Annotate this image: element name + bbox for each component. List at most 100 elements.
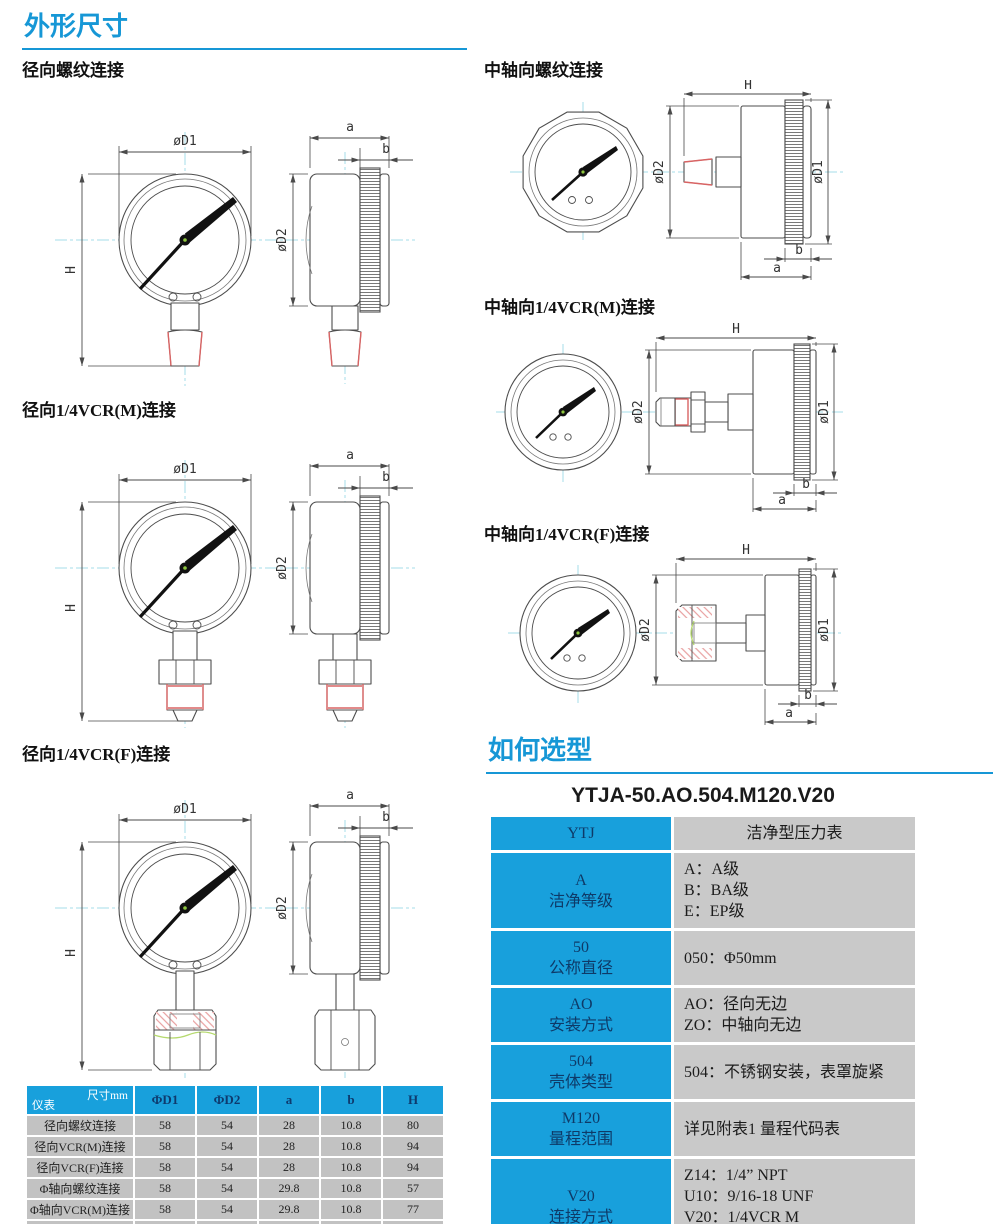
selection-desc: U10：9/16-18 UNF <box>684 1188 814 1205</box>
selection-desc-cell: 050：Φ50mm <box>674 931 915 985</box>
side-view <box>683 99 812 245</box>
dim-label-h: H <box>742 543 750 558</box>
cell: 10.8 <box>321 1179 381 1198</box>
cell: 29.8 <box>259 1179 319 1198</box>
front-view <box>118 173 252 367</box>
cell: 28 <box>259 1158 319 1177</box>
dim-label-b: b <box>804 688 812 703</box>
figure-label-axial-vcrf: 中轴向1/4VCR(F)连接 <box>484 525 650 544</box>
column-header: ΦD2 <box>197 1086 257 1114</box>
selection-desc: Z14：1/4” NPT <box>684 1167 788 1184</box>
cell: 58 <box>135 1137 195 1156</box>
dim-label-a: a <box>346 448 354 463</box>
dim-label-b: b <box>795 243 803 258</box>
table-row: A 洁净等级 A：A级 B：BA级 E：EP级 <box>491 853 915 928</box>
corner-label-size: 尺寸mm <box>87 1090 128 1102</box>
figure-label-radial-thread: 径向螺纹连接 <box>22 61 124 80</box>
corner-label-instrument: 仪表 <box>32 1100 55 1112</box>
selection-code-label: 量程范围 <box>548 1131 613 1148</box>
front-view <box>519 574 637 692</box>
selection-desc: 详见附表1 量程代码表 <box>684 1120 841 1138</box>
selection-code-label: 壳体类型 <box>548 1074 613 1091</box>
row-label: 径向VCR(F)连接 <box>27 1158 133 1177</box>
figure-label-axial-vcrm: 中轴向1/4VCR(M)连接 <box>484 298 655 317</box>
front-dimensions: øD1 H <box>64 802 252 1071</box>
table-row: M120 量程范围 详见附表1 量程代码表 <box>491 1102 915 1156</box>
selection-code-label: 洁净等级 <box>548 892 613 910</box>
selection-code-cell: 50 公称直径 <box>491 931 671 985</box>
cell: 58 <box>135 1158 195 1177</box>
front-view <box>504 353 622 471</box>
dim-label-d1: øD1 <box>173 462 196 477</box>
selection-code-label: 连接方式 <box>548 1209 613 1224</box>
selection-desc-cell: 详见附表1 量程代码表 <box>674 1102 915 1156</box>
dim-label-a: a <box>346 788 354 803</box>
selection-code-cell: V20 连接方式 <box>491 1159 671 1224</box>
cell: 54 <box>197 1179 257 1198</box>
cell: 54 <box>197 1200 257 1219</box>
table-row: 径向VCR(F)连接 58 54 28 10.8 94 <box>27 1158 443 1177</box>
front-dimensions: øD1 H <box>64 134 252 367</box>
table-row: Φ轴向螺纹连接 58 54 29.8 10.8 57 <box>27 1179 443 1198</box>
row-label: 径向螺纹连接 <box>27 1116 133 1135</box>
table-row: AO 安装方式 AO：径向无边 ZO：中轴向无边 <box>491 988 915 1042</box>
row-label: Φ轴向VCR(F)连接 <box>27 1221 133 1224</box>
selection-desc: 洁净型压力表 <box>746 825 843 842</box>
side-dimensions: H øD2 øD1 b a <box>652 80 832 280</box>
table-row: YTJ 洁净型压力表 <box>491 817 915 850</box>
drawing-axial-thread: H øD2 øD1 b a <box>510 80 843 280</box>
cell: 77 <box>383 1200 443 1219</box>
selection-code-cell: YTJ <box>491 817 671 850</box>
side-dimensions: H øD2 øD1 b a <box>631 322 838 512</box>
selection-code: V20 <box>567 1188 595 1205</box>
drawing-axial-vcrf: H øD2 øD1 b a <box>508 543 843 725</box>
dim-label-h: H <box>744 80 752 93</box>
dim-label-h: H <box>64 266 79 274</box>
drawing-radial-thread: øD1 H a b <box>55 120 415 386</box>
figure-label-radial-vcrf: 径向1/4VCR(F)连接 <box>22 745 171 764</box>
cell: 54 <box>197 1158 257 1177</box>
cell: 54 <box>197 1116 257 1135</box>
figure-label-axial-thread: 中轴向螺纹连接 <box>484 61 603 80</box>
side-dimensions: a b øD2 <box>275 120 413 307</box>
cell: 10.8 <box>321 1200 381 1219</box>
selection-code: A <box>575 871 587 889</box>
selection-code: M120 <box>561 1110 601 1127</box>
table-row: 504 壳体类型 504：不锈钢安装，表罩旋紧 <box>491 1045 915 1099</box>
selection-desc-cell: 洁净型压力表 <box>674 817 915 850</box>
selection-desc-cell: AO：径向无边 ZO：中轴向无边 <box>674 988 915 1042</box>
selection-desc: E：EP级 <box>684 903 745 920</box>
selection-desc: ZO：中轴向无边 <box>684 1017 802 1034</box>
column-header: b <box>321 1086 381 1114</box>
corner-header-cell: 尺寸mm 仪表 <box>27 1086 133 1114</box>
row-label: Φ轴向螺纹连接 <box>27 1179 133 1198</box>
cell: 10.8 <box>321 1116 381 1135</box>
cell: 94 <box>383 1158 443 1177</box>
dim-label-d2: øD2 <box>652 160 667 183</box>
dimension-table: 尺寸mm 仪表 ΦD1 ΦD2 a b H 径向螺纹连接 58 54 28 10… <box>25 1084 445 1224</box>
cell: 80 <box>383 1116 443 1135</box>
cell: 94 <box>383 1137 443 1156</box>
dim-label-d1: øD1 <box>817 618 832 641</box>
dim-label-d1: øD1 <box>173 134 196 149</box>
dim-label-h: H <box>64 949 79 957</box>
selection-desc: A：A级 <box>684 861 740 878</box>
dim-label-b: b <box>382 810 390 825</box>
selection-code-cell: 504 壳体类型 <box>491 1045 671 1099</box>
selection-desc: 504：不锈钢安装，表罩旋紧 <box>684 1063 885 1081</box>
table-row: 径向VCR(M)连接 58 54 28 10.8 94 <box>27 1137 443 1156</box>
dim-label-d2: øD2 <box>638 618 653 641</box>
side-dimensions: H øD2 øD1 b a <box>638 543 838 725</box>
selection-desc: V20：1/4VCR M <box>684 1209 800 1224</box>
cell: 58 <box>135 1200 195 1219</box>
table-row: Φ轴向VCR(M)连接 58 54 29.8 10.8 77 <box>27 1200 443 1219</box>
dim-label-h: H <box>732 322 740 337</box>
dim-label-d1: øD1 <box>811 160 826 183</box>
selection-desc-cell: A：A级 B：BA级 E：EP级 <box>674 853 915 928</box>
selection-desc-cell: Z14：1/4” NPT U10：9/16-18 UNF V20：1/4VCR … <box>674 1159 915 1224</box>
cell: 29.8 <box>259 1200 319 1219</box>
front-view <box>118 841 252 1071</box>
table-row: V20 连接方式 Z14：1/4” NPT U10：9/16-18 UNF V2… <box>491 1159 915 1224</box>
selection-desc: B：BA级 <box>684 882 749 899</box>
selection-code-cell: AO 安装方式 <box>491 988 671 1042</box>
